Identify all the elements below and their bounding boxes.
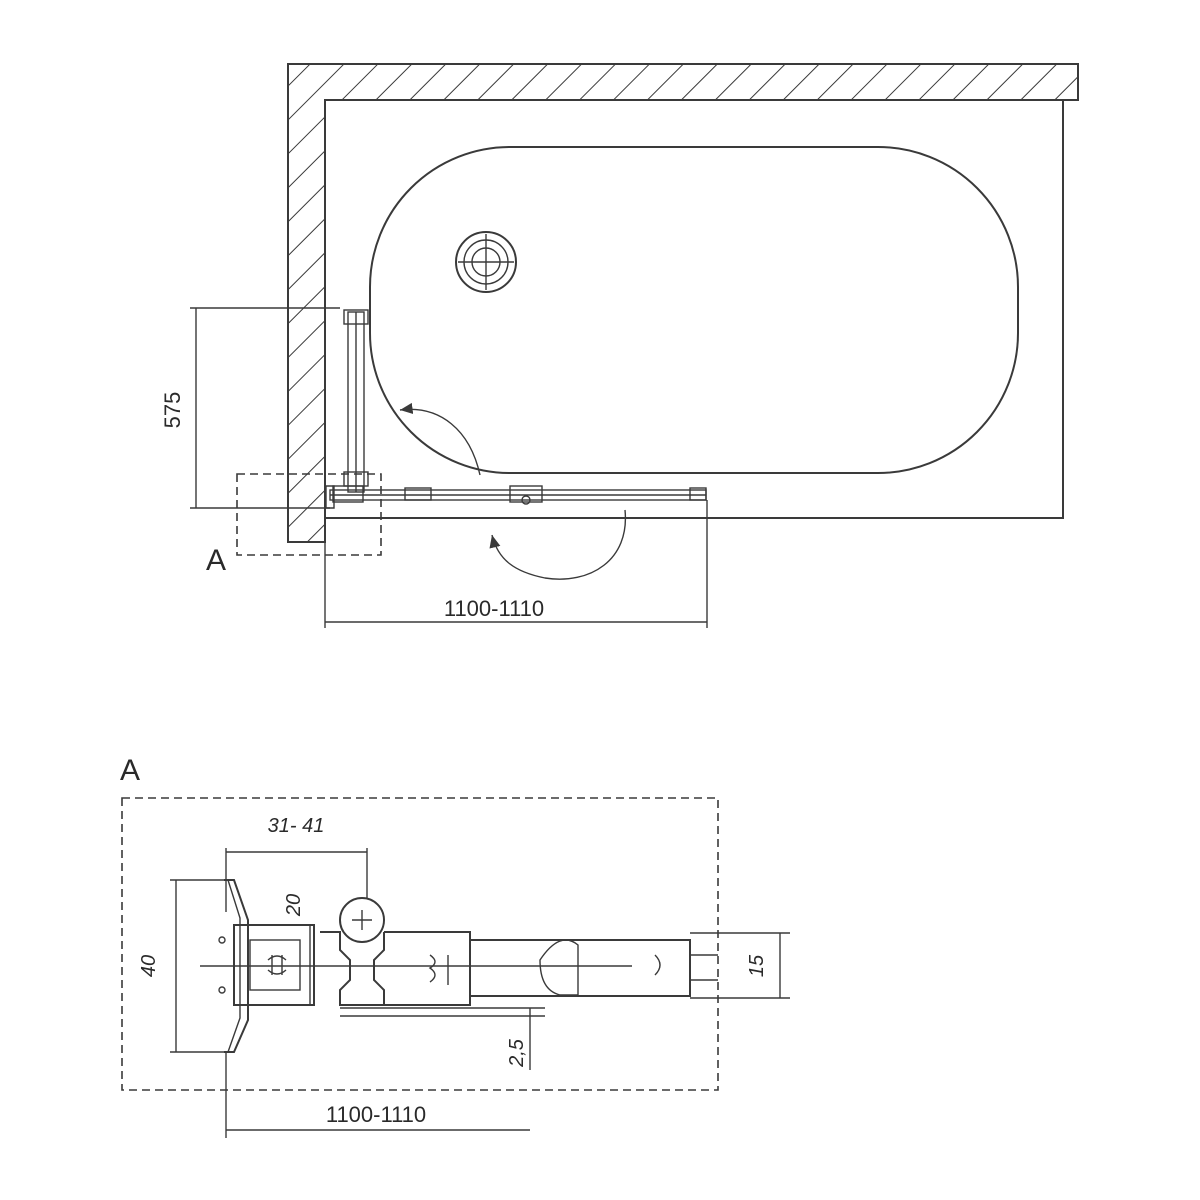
dimension-31-41-label: 31- 41: [268, 815, 325, 837]
bathtub-outline: [324, 99, 1064, 519]
wall-profile: [224, 879, 249, 1053]
detail-callout-box: [236, 473, 382, 556]
screen-panel: [325, 485, 707, 509]
dimension-40: 40: [138, 879, 228, 1053]
dimension-bottom: 1100-1110: [225, 1052, 530, 1138]
dimension-bottom-label: 1100-1110: [326, 1102, 426, 1127]
fold-panel: [343, 309, 369, 493]
detail-view: A: [120, 754, 790, 1138]
dimension-2-5: 2,5: [340, 1007, 545, 1070]
dimension-width: 1100-1110: [324, 500, 708, 628]
u-channel: [218, 924, 315, 1006]
plan-view: 575 1100-1110 A: [160, 63, 1079, 628]
dimension-15-label: 15: [746, 954, 768, 977]
swing-arrow-screen: [489, 509, 627, 580]
swing-arrow-fold: [399, 402, 481, 476]
hinge-profile: [320, 897, 385, 1006]
dimension-2-5-label: 2,5: [506, 1038, 528, 1068]
dimension-40-label: 40: [138, 955, 160, 977]
bathtub-basin: [369, 146, 1019, 474]
dimension-15: 15: [690, 932, 790, 999]
dimension-575: 575: [160, 307, 340, 509]
detail-frame: [121, 797, 719, 1091]
drain-icon: [455, 231, 517, 293]
dimension-20-label: 20: [283, 894, 305, 917]
wall-hatch: [287, 63, 1079, 543]
dimension-20: 20: [283, 894, 311, 1005]
detail-title: A: [120, 754, 140, 787]
detail-marker: A: [206, 544, 226, 577]
dimension-575-label: 575: [160, 392, 185, 429]
dimension-width-label: 1100-1110: [444, 596, 544, 621]
glass-profile: [384, 931, 718, 1006]
